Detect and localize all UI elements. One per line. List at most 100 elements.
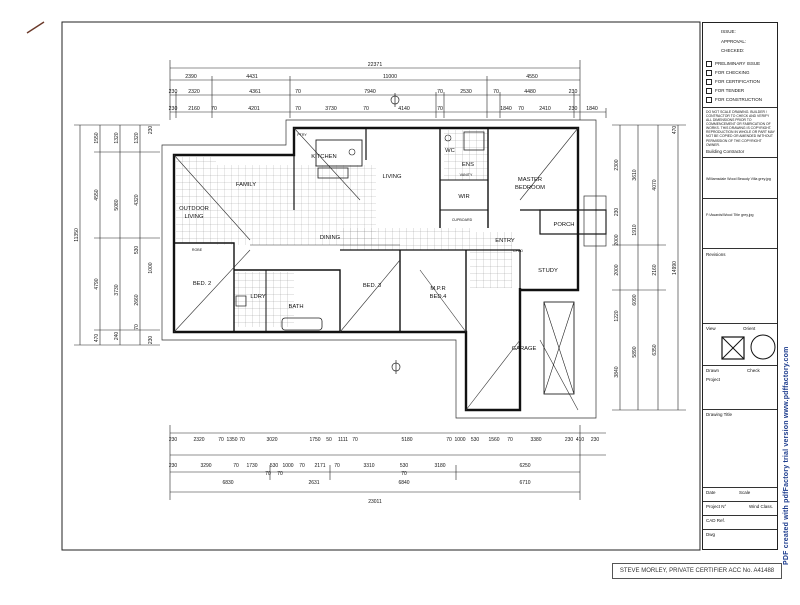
dim-left-11: 530 <box>134 246 140 255</box>
logo-1-caption: Williamsdale Wood Beaudy Villa grey.jpg <box>706 177 771 181</box>
dim-bot-2-l: 3180 <box>434 463 445 469</box>
pen-mark <box>26 21 45 34</box>
dim-left-3: 4790 <box>94 278 100 289</box>
dim-left-13: 70 <box>134 324 140 330</box>
tiled-entry <box>470 232 512 288</box>
pdffactory-watermark: PDF created with pdfFactory trial versio… <box>783 346 790 565</box>
dim-left-1: 1550 <box>94 132 100 143</box>
dim-bot-overall: 23011 <box>368 499 382 505</box>
dim-left-2: 4550 <box>94 189 100 200</box>
dim-top-4-i: 70 <box>437 106 443 112</box>
dim-top-3-h: 70 <box>493 89 499 95</box>
checklist-4: FOR TENDER <box>706 88 775 94</box>
dim-left-6: 5080 <box>114 199 120 210</box>
dim-top-4-c: 70 <box>211 106 217 112</box>
dim-top-4-e: 70 <box>295 106 301 112</box>
dim-top-2-a: 2390 <box>185 74 197 80</box>
dim-bot-3-c: 6840 <box>398 480 409 486</box>
ldry-tub <box>235 295 247 307</box>
dim-bot-1-d: 1350 <box>226 437 237 443</box>
dim-top-4-l: 2410 <box>539 106 551 112</box>
dim-top-4-k: 70 <box>518 106 524 112</box>
tiled-ens <box>444 130 488 180</box>
dim-top-4-j: 1840 <box>500 106 512 112</box>
dim-right-12: 2160 <box>652 264 658 275</box>
dim-bot-3-b: 2631 <box>308 480 319 486</box>
dim-bot-1-i: 1111 <box>338 437 348 443</box>
scale-label: Scale <box>739 490 751 495</box>
dim-bot-1-n: 530 <box>471 437 480 443</box>
dim-left-8: 240 <box>114 332 120 341</box>
dim-bot-2-b: 3290 <box>200 463 211 469</box>
kitchen-island <box>317 167 349 179</box>
dim-left-s3: 230 <box>148 336 154 345</box>
eave-outline <box>161 119 597 419</box>
ens-shower <box>463 131 485 151</box>
dim-top-4-b: 2160 <box>188 106 200 112</box>
orient-circle-icon <box>750 334 776 360</box>
date-label: Date <box>706 490 716 495</box>
dim-bot-1-s: 410 <box>576 437 585 443</box>
checklist-1: PRELIMINARY ISSUE <box>706 61 775 67</box>
bath-tub <box>281 317 323 331</box>
dim-top-3-i: 4480 <box>524 89 536 95</box>
dim-bot-1-e: 70 <box>239 437 245 443</box>
dim-bot-1-j: 70 <box>352 437 358 443</box>
view-compass-icon <box>721 336 745 360</box>
dim-right-4: 2000 <box>614 264 620 275</box>
dim-bot-2-c: 70 <box>233 463 239 469</box>
dim-top-4-g: 70 <box>363 106 369 112</box>
dim-left-4: 470 <box>94 334 100 343</box>
dim-bot-2-g: 70 <box>299 463 305 469</box>
dim-bot-2-d: 1730 <box>246 463 257 469</box>
dim-top-3-e: 7940 <box>364 89 376 95</box>
checkbox-icon <box>706 97 712 103</box>
checkbox-icon <box>706 70 712 76</box>
dim-bot-2-f: 1000 <box>282 463 293 469</box>
dim-top-3-d: 70 <box>295 89 301 95</box>
dim-top-4-h: 4140 <box>398 106 410 112</box>
room-master-1: MASTER <box>518 177 542 183</box>
dim-bot-1-c: 70 <box>218 437 224 443</box>
checkbox-icon <box>706 61 712 67</box>
dim-top-4-f: 3730 <box>325 106 337 112</box>
checklist-5: FOR CONSTRUCTION <box>706 97 775 103</box>
dim-bot-1-h: 50 <box>326 437 332 443</box>
project-label: Project <box>706 377 721 382</box>
dim-right-10: 6090 <box>632 294 638 305</box>
kitchen-bench <box>315 139 363 167</box>
dim-bot-1-b: 2320 <box>193 437 204 443</box>
room-ens: ENS <box>462 162 474 168</box>
dim-bot-1-q: 3380 <box>530 437 541 443</box>
dim-bot-2-m: 6250 <box>519 463 530 469</box>
dim-top-2-d: 4550 <box>526 74 538 80</box>
roof-hips <box>173 127 579 411</box>
dim-right-8: 3610 <box>632 169 638 180</box>
room-wir: WIR <box>458 194 469 200</box>
checkbox-icon <box>706 79 712 85</box>
label-cupboard: CUPBOARD <box>452 218 473 222</box>
room-outdoor-2: LIVING <box>184 214 203 220</box>
room-ldry: LDRY <box>250 294 265 300</box>
room-outdoor-1: OUTDOOR <box>179 206 209 212</box>
building-contractor-label: Building Contractor <box>706 149 745 154</box>
dim-top-3-f: 70 <box>437 89 443 95</box>
dim-left-10: 4320 <box>134 194 140 205</box>
dwg-label: Dwg <box>706 532 716 537</box>
revisions-label: Revisions <box>706 252 726 257</box>
dim-bot-1-r: 230 <box>565 437 574 443</box>
title-block: ISSUE: APPROVAL: CHECKED: PRELIMINARY IS… <box>702 22 778 550</box>
room-study: STUDY <box>538 268 558 274</box>
dim-right-7: 3840 <box>614 366 620 377</box>
dim-top-3-g: 2530 <box>460 89 472 95</box>
dim-top-3-a: 230 <box>169 89 178 95</box>
cad-ref-label: CAD Ref. <box>706 518 726 523</box>
check-label: Check <box>747 368 760 373</box>
dim-bot-2-e: 530 <box>270 463 279 469</box>
checked-label: CHECKED: <box>721 48 745 53</box>
dim-bot-1-l: 70 <box>446 437 452 443</box>
dim-top-3-c: 4361 <box>249 89 261 95</box>
certifier-stamp: STEVE MORLEY, PRIVATE CERTIFIER ACC No. … <box>612 563 782 579</box>
room-garage: GARAGE <box>512 346 537 352</box>
